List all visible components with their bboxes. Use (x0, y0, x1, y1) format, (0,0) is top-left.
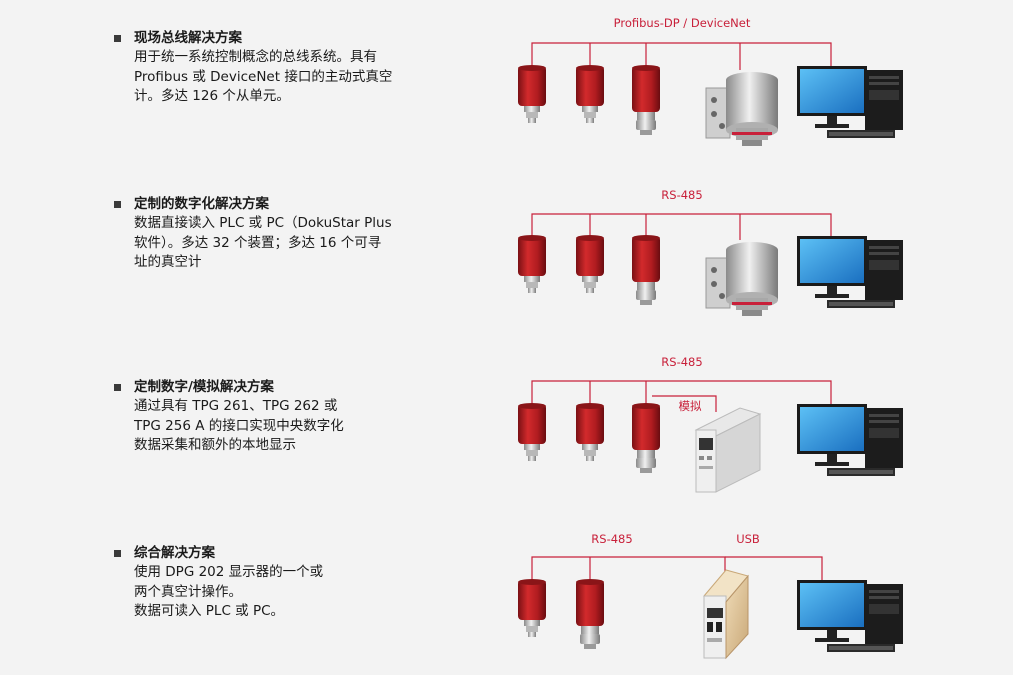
section-description: 使用 DPG 202 显示器的一个或 两个真空计操作。 数据可读入 PLC 或 … (134, 563, 434, 622)
bus-label: USB (736, 532, 760, 546)
section-title: 综合解决方案 (134, 545, 215, 561)
vacuum-gauge-icon (632, 403, 660, 473)
desc-line: 通过具有 TPG 261、TPG 262 或 (134, 398, 338, 414)
network-diagrams: Profibus-DP / DeviceNet RS-485 RS-485 模拟 (518, 16, 903, 660)
desc-line: 使用 DPG 202 显示器的一个或 (134, 564, 324, 580)
vacuum-gauge-icon (632, 65, 660, 135)
vacuum-gauge-icon (632, 235, 660, 305)
bus-line (531, 380, 832, 412)
bus-line (531, 556, 823, 582)
bus-label: RS-485 (661, 188, 702, 202)
computer-icon (797, 66, 903, 138)
section-description: 用于统一系统控制概念的总线系统。具有 Profibus 或 DeviceNet … (134, 48, 434, 107)
vacuum-gauge-icon (576, 579, 604, 649)
bullet-icon (114, 550, 121, 557)
section-title: 定制数字/模拟解决方案 (134, 379, 274, 395)
turbo-pump-icon (705, 71, 779, 147)
bullet-icon (114, 35, 121, 42)
desc-line: 数据可读入 PLC 或 PC。 (134, 603, 285, 619)
vacuum-gauge-icon (518, 65, 546, 123)
vacuum-gauge-icon (576, 235, 604, 293)
controller-unit-icon (694, 407, 762, 493)
computer-icon (797, 404, 903, 476)
desc-line: 软件）。多达 32 个装置；多达 16 个可寻 (134, 234, 382, 251)
bus-line (531, 42, 832, 70)
section-title: 现场总线解决方案 (134, 30, 242, 46)
bus-label: Profibus-DP / DeviceNet (614, 16, 751, 30)
bus-label: RS-485 (591, 532, 632, 546)
desc-line: 计。多达 126 个从单元。 (134, 88, 290, 104)
bus-line (531, 213, 832, 240)
desc-line: 数据采集和额外的本地显示 (134, 437, 296, 453)
section-title: 定制的数字化解决方案 (134, 196, 269, 212)
computer-icon (797, 580, 903, 652)
desc-line: Profibus 或 DeviceNet 接口的主动式真空 (134, 68, 393, 85)
diagram-digital-analog: RS-485 模拟 (518, 355, 903, 493)
diagram-integrated: RS-485 USB (518, 532, 903, 660)
section-description: 数据直接读入 PLC 或 PC（DokuStar Plus 软件）。多达 32 … (134, 214, 434, 273)
desc-line: 两个真空计操作。 (134, 583, 242, 600)
desc-line: 址的真空计 (134, 254, 202, 270)
analog-label: 模拟 (679, 399, 702, 413)
desc-line: 数据直接读入 PLC 或 PC（DokuStar Plus (134, 215, 392, 231)
vacuum-gauge-icon (518, 403, 546, 461)
bullet-icon (114, 384, 121, 391)
turbo-pump-icon (705, 241, 779, 317)
desc-line: TPG 256 A 的接口实现中央数字化 (134, 417, 344, 434)
desc-line: 用于统一系统控制概念的总线系统。具有 (134, 49, 377, 65)
diagram-custom-digital: RS-485 (518, 188, 903, 317)
vacuum-gauge-icon (576, 65, 604, 123)
vacuum-gauge-icon (518, 235, 546, 293)
computer-icon (797, 236, 903, 308)
display-unit-icon (703, 569, 749, 660)
diagram-fieldbus: Profibus-DP / DeviceNet (518, 16, 903, 147)
section-description: 通过具有 TPG 261、TPG 262 或 TPG 256 A 的接口实现中央… (134, 397, 434, 456)
vacuum-gauge-icon (518, 579, 546, 637)
bullet-icon (114, 201, 121, 208)
bus-label: RS-485 (661, 355, 702, 369)
vacuum-gauge-icon (576, 403, 604, 461)
